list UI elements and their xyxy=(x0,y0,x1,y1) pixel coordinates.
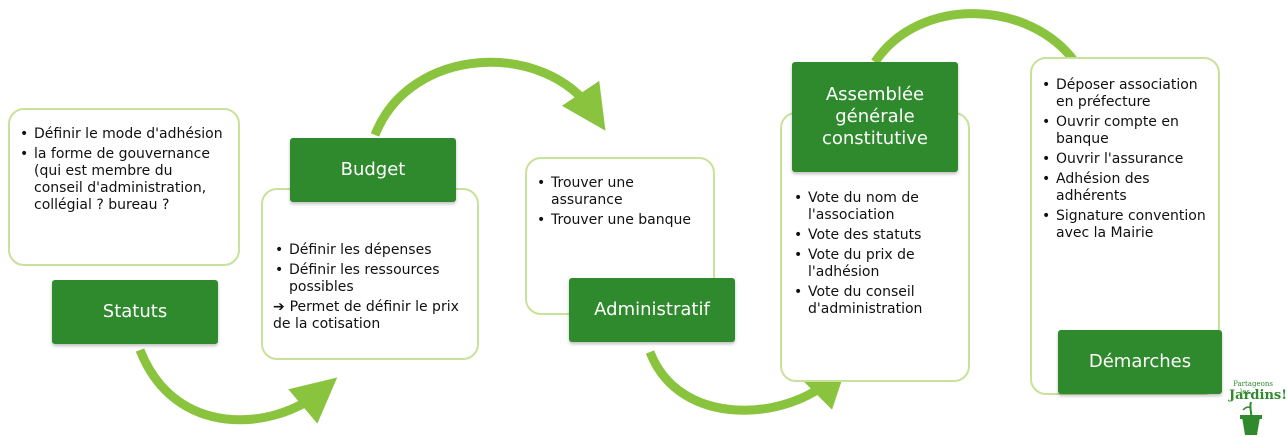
budget-header: Budget xyxy=(290,138,456,202)
arrow-statuts-to-budget xyxy=(135,348,338,425)
list-item: Ouvrir l'assurance xyxy=(1040,151,1212,168)
list-item: Adhésion des adhérents xyxy=(1040,171,1212,205)
administratif-list: Trouver une assurance Trouver une banque xyxy=(535,175,705,232)
list-item: Définir les ressources possibles xyxy=(273,262,469,296)
list-item: Vote des statuts xyxy=(792,227,962,244)
list-item: Vote du nom de l'association xyxy=(792,190,962,224)
budget-note: ➔ Permet de définir le prix de la cotisa… xyxy=(273,299,469,333)
list-item: la forme de gouvernance (qui est membre … xyxy=(18,146,224,214)
statuts-header: Statuts xyxy=(52,280,218,344)
list-item: Trouver une assurance xyxy=(535,175,705,209)
list-item: Définir les dépenses xyxy=(273,242,469,259)
arrow-administratif-to-assemblee xyxy=(645,350,848,415)
list-item: Trouver une banque xyxy=(535,212,705,229)
administratif-header: Administratif xyxy=(569,278,735,342)
logo-line-3: Jardins! xyxy=(1229,388,1287,403)
list-item: Définir le mode d'adhésion xyxy=(18,126,224,143)
list-item: Vote du conseil d'administration xyxy=(792,284,962,318)
statuts-list: Définir le mode d'adhésion la forme de g… xyxy=(18,126,224,217)
statuts-card: Définir le mode d'adhésion la forme de g… xyxy=(8,108,240,266)
budget-card: Définir les dépenses Définir les ressour… xyxy=(261,188,479,360)
plant-pot-icon xyxy=(1240,401,1262,435)
demarches-list: Déposer association en préfecture Ouvrir… xyxy=(1040,77,1212,245)
budget-list: Définir les dépenses Définir les ressour… xyxy=(273,242,469,336)
assemblee-list: Vote du nom de l'association Vote des st… xyxy=(792,190,962,321)
arrow-assemblee-to-demarches xyxy=(871,9,1079,65)
right-arrow-icon: ➔ xyxy=(273,299,290,315)
list-item: Vote du prix de l'adhésion xyxy=(792,247,962,281)
arrow-budget-to-administratif xyxy=(370,57,606,137)
assemblee-header: Assemblée générale constitutive xyxy=(792,62,958,172)
administratif-card: Trouver une assurance Trouver une banque xyxy=(525,157,715,315)
list-item: Signature convention avec la Mairie xyxy=(1040,208,1212,242)
list-item: Déposer association en préfecture xyxy=(1040,77,1212,111)
list-item: Ouvrir compte en banque xyxy=(1040,114,1212,148)
logo-line-1: Partageons xyxy=(1233,380,1273,388)
budget-note-text: Permet de définir le prix de la cotisati… xyxy=(273,299,459,332)
partageons-les-jardins-logo: Partageons les Jardins! xyxy=(1225,378,1287,436)
logo-line-2: les xyxy=(1240,388,1250,396)
demarches-header: Démarches xyxy=(1058,330,1222,394)
